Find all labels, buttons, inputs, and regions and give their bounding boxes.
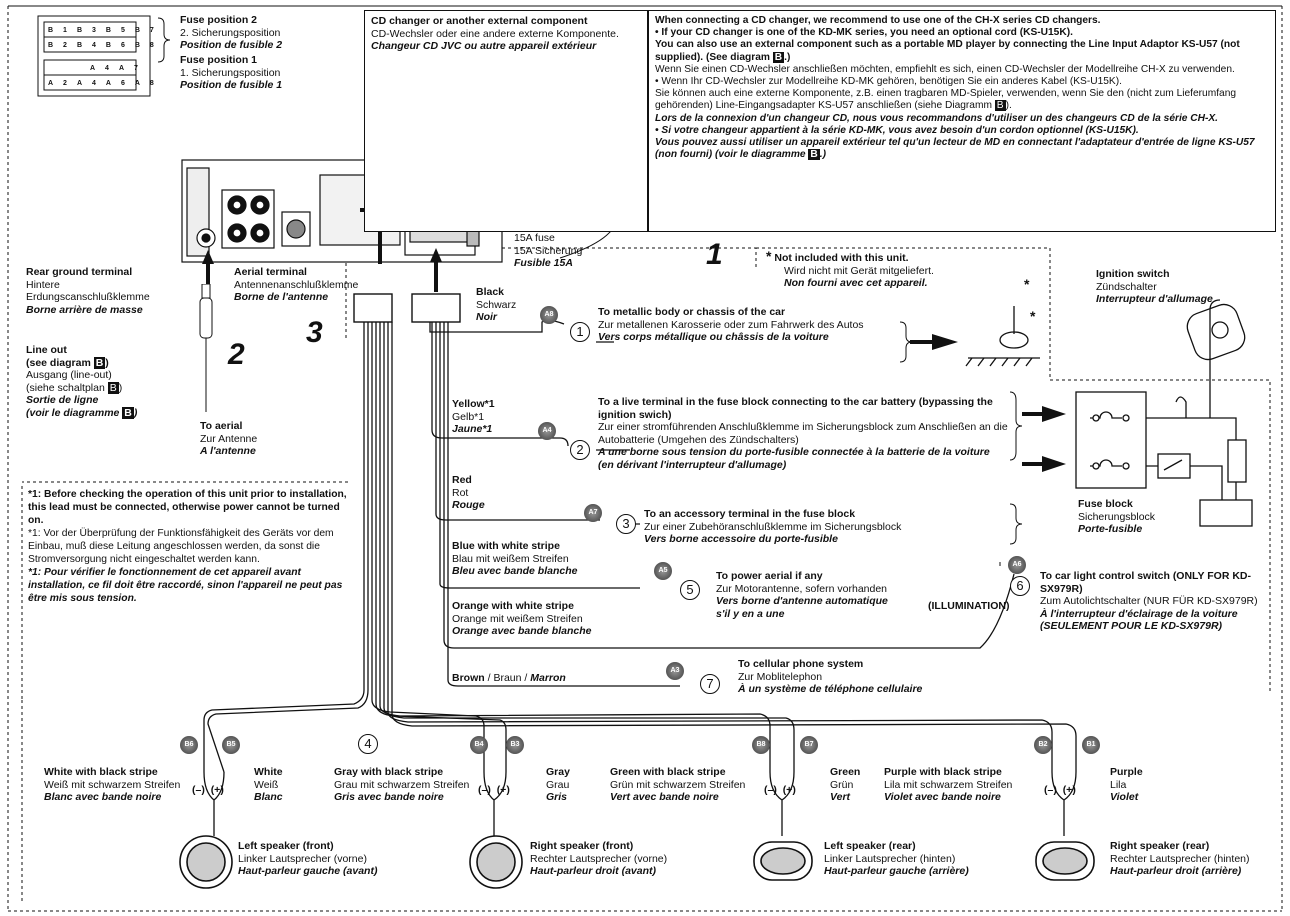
pin-b4: B4	[470, 736, 488, 754]
pin-a4: A4	[538, 422, 556, 440]
pin-b7: B7	[800, 736, 818, 754]
pin-b5: B5	[222, 736, 240, 754]
speaker-rr-pos: Purple Lila Violet	[1110, 766, 1143, 803]
pin-b3: B3	[506, 736, 524, 754]
num-3: 3	[616, 514, 636, 534]
to-aerial-label: To aerial Zur Antenne A l'antenne	[200, 420, 258, 457]
wire-red-color: Red Rot Rouge	[452, 474, 485, 511]
fuse-15a-label: 15A fuse 15A Sicherung Fusible 15A	[514, 232, 583, 269]
fuse-pins-top: B1B3B5B7	[48, 27, 164, 34]
wire-black-desc: To metallic body or chassis of the car Z…	[598, 306, 864, 343]
fuse-pins-mid: B2B4B6B8	[48, 42, 164, 49]
illumination-label: (ILLUMINATION)	[928, 600, 1010, 612]
num-5: 5	[680, 580, 700, 600]
pin-a6: A6	[1008, 556, 1026, 574]
speaker-lr-name: Left speaker (rear) Linker Lautsprecher …	[824, 840, 969, 877]
speaker-lr-pos: Green Grün Vert	[830, 766, 861, 803]
fuse-pos1-label: Fuse position 1 1. Sicherungsposition Po…	[180, 54, 283, 91]
wire-brown-color: Brown / Braun / Marron	[452, 672, 566, 684]
num-1: 1	[570, 322, 590, 342]
pin-a7: A7	[584, 504, 602, 522]
speaker-lr-neg: Green with black stripe Grün mit schwarz…	[610, 766, 746, 803]
fuse-pos2-label: Fuse position 2 2. Sicherungsposition Po…	[180, 14, 283, 51]
speaker-lf-polarity: (–) (+)	[192, 784, 224, 796]
num-7: 7	[700, 674, 720, 694]
speaker-lf-neg: White with black stripe Weiß mit schwarz…	[44, 766, 181, 803]
speaker-rr-name: Right speaker (rear) Rechter Lautspreche…	[1110, 840, 1250, 877]
pin-b8: B8	[752, 736, 770, 754]
wire-blue-desc: To power aerial if any Zur Motorantenne,…	[716, 570, 888, 620]
label-1: 1	[706, 238, 723, 271]
wire-brown-desc: To cellular phone system Zur Mobliteleph…	[738, 658, 923, 695]
line-out-label: Line out (see diagram B) Ausgang (line-o…	[26, 344, 138, 419]
info-box: When connecting a CD changer, we recomme…	[648, 10, 1276, 232]
speaker-rf-neg: Gray with black stripe Grau mit schwarze…	[334, 766, 470, 803]
pin-b6: B6	[180, 736, 198, 754]
aerial-plug-icon	[199, 284, 213, 412]
speaker-rr-neg: Purple with black stripe Lila mit schwar…	[884, 766, 1013, 803]
not-included-note: * Not included with this unit. Wird nich…	[766, 248, 934, 289]
wire-yellow-desc: To a live terminal in the fuse block con…	[598, 396, 1008, 471]
footnote: *1: Before checking the operation of thi…	[28, 489, 347, 604]
fuse-pins-bota: A4A7	[90, 65, 148, 72]
speaker-rf-polarity: (–) (+)	[478, 784, 510, 796]
rear-ground-label: Rear ground terminal Hintere Erdungscans…	[26, 266, 150, 316]
pin-b1: B1	[1082, 736, 1100, 754]
num-2: 2	[570, 440, 590, 460]
speaker-rf-pos: Gray Grau Gris	[546, 766, 570, 803]
speaker-rf-name: Right speaker (front) Rechter Lautsprech…	[530, 840, 668, 877]
speaker-rr-polarity: (–) (+)	[1044, 784, 1076, 796]
speaker-lf-name: Left speaker (front) Linker Lautsprecher…	[238, 840, 378, 877]
label-2: 2	[228, 338, 245, 371]
label-3: 3	[306, 316, 323, 349]
label-4: 4	[358, 734, 378, 754]
wire-red-desc: To an accessory terminal in the fuse blo…	[644, 508, 902, 545]
star-bolt: *	[1030, 308, 1036, 324]
cd-changer-box: CD changer or another external component…	[364, 10, 648, 232]
ignition-label: Ignition switch Zündschalter Interrupteu…	[1096, 268, 1213, 305]
speaker-lr-polarity: (–) (+)	[764, 784, 796, 796]
num-6: 6	[1010, 576, 1030, 596]
star-screw: *	[1024, 276, 1030, 292]
pin-b2: B2	[1034, 736, 1052, 754]
pin-a5: A5	[654, 562, 672, 580]
wire-orange-desc: To car light control switch (ONLY FOR KD…	[1040, 570, 1258, 632]
speaker-lf-pos: White Weiß Blanc	[254, 766, 283, 803]
wire-blue-color: Blue with white stripe Blau mit weißem S…	[452, 540, 578, 577]
pin-a8: A8	[540, 306, 558, 324]
aerial-terminal-label: Aerial terminal Antennenanschlußklemme B…	[234, 266, 359, 303]
fuse-block-label: Fuse block Sicherungsblock Porte-fusible	[1078, 498, 1156, 535]
wire-orange-color: Orange with white stripe Orange mit weiß…	[452, 600, 592, 637]
wire-yellow-color: Yellow*1 Gelb*1 Jaune*1	[452, 398, 495, 435]
fuse-pins-botb: A2A4A6A8	[48, 80, 164, 87]
pin-a3: A3	[666, 662, 684, 680]
wire-black-color: Black Schwarz Noir	[476, 286, 517, 323]
